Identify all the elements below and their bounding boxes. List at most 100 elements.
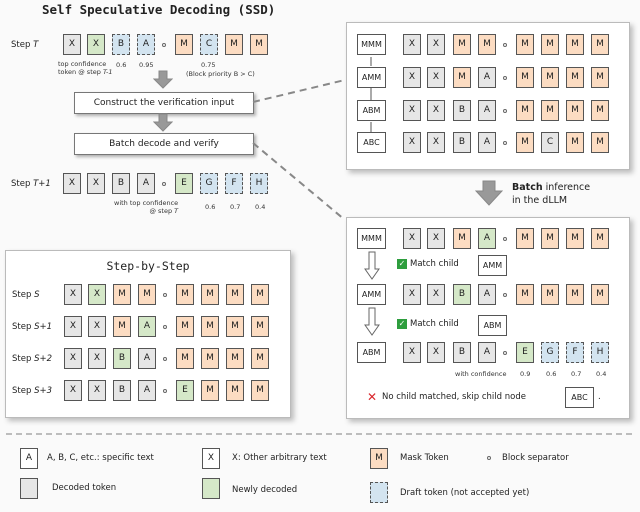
block-separator bbox=[503, 76, 507, 80]
match-child-text: Match child bbox=[410, 259, 459, 269]
legend-newly-decoded-swatch bbox=[202, 478, 220, 499]
token: M bbox=[591, 34, 609, 55]
token: B bbox=[113, 380, 131, 401]
token: A bbox=[478, 342, 496, 363]
token: M bbox=[516, 228, 534, 249]
token: A bbox=[138, 348, 156, 369]
token: F bbox=[566, 342, 584, 363]
legend-newly-decoded-label: Newly decoded bbox=[232, 485, 298, 495]
token: M bbox=[516, 67, 534, 88]
token: X bbox=[87, 34, 105, 55]
block-separator bbox=[503, 109, 507, 113]
token: M bbox=[176, 348, 194, 369]
token: C bbox=[200, 34, 218, 55]
token: M bbox=[591, 228, 609, 249]
legend-decoded-label: Decoded token bbox=[52, 483, 117, 493]
token: M bbox=[175, 34, 193, 55]
token: X bbox=[403, 284, 421, 305]
legend-mask-label: Mask Token bbox=[400, 453, 449, 463]
block-separator bbox=[162, 182, 166, 186]
token: M bbox=[516, 100, 534, 121]
token: X bbox=[403, 67, 421, 88]
confidence-value: 0.9 bbox=[520, 370, 531, 378]
block-separator bbox=[503, 141, 507, 145]
confidence-value: 0.4 bbox=[255, 203, 266, 211]
cross-icon: ✕ bbox=[367, 390, 378, 404]
step-s1-label: Step S+1 bbox=[12, 322, 52, 332]
token: A bbox=[478, 132, 496, 153]
token: X bbox=[427, 132, 445, 153]
confidence-value: 0.4 bbox=[596, 370, 607, 378]
token: M bbox=[251, 380, 269, 401]
token: X bbox=[63, 173, 81, 194]
confidence-value: 0.6 bbox=[205, 203, 216, 211]
token: M bbox=[478, 34, 496, 55]
token: M bbox=[591, 100, 609, 121]
step-by-step-panel: Step-by-Step Step S X X M M M M M M Step… bbox=[5, 250, 291, 418]
check-icon: ✓ bbox=[397, 259, 407, 269]
page-title: Self Speculative Decoding (SSD) bbox=[42, 2, 276, 17]
token: A bbox=[478, 284, 496, 305]
token: M bbox=[566, 67, 584, 88]
skipped-child-abc: ABC bbox=[565, 387, 594, 408]
token: G bbox=[541, 342, 559, 363]
with-confidence-note: with confidence bbox=[455, 370, 507, 378]
down-arrow-icon bbox=[153, 70, 173, 89]
token: M bbox=[251, 348, 269, 369]
confidence-value: 0.6 bbox=[546, 370, 557, 378]
token: X bbox=[403, 132, 421, 153]
token: M bbox=[113, 316, 131, 337]
legend-arbitrary-text-swatch: X bbox=[202, 448, 220, 469]
token: M bbox=[566, 284, 584, 305]
step-by-step-title: Step-by-Step bbox=[106, 259, 190, 273]
top-confidence-note: top confidence token @ step T-1 bbox=[58, 60, 113, 76]
legend-draft-swatch bbox=[370, 482, 388, 503]
token: X bbox=[427, 284, 445, 305]
token: M bbox=[541, 284, 559, 305]
token: M bbox=[138, 284, 156, 305]
tree-node-abc: ABC bbox=[357, 132, 386, 153]
token: B bbox=[112, 34, 130, 55]
legend-arbitrary-text-label: X: Other arbitrary text bbox=[232, 453, 327, 463]
step-t-var: T bbox=[33, 40, 39, 50]
legend-separator-swatch bbox=[487, 456, 491, 460]
no-child-text: No child matched, skip child node bbox=[382, 392, 526, 402]
token: G bbox=[200, 173, 218, 194]
block-priority-note: (Block priority B > C) bbox=[186, 70, 255, 78]
token: X bbox=[63, 34, 81, 55]
token: M bbox=[566, 100, 584, 121]
confidence-value: 0.7 bbox=[571, 370, 582, 378]
token: E bbox=[516, 342, 534, 363]
token: A bbox=[478, 100, 496, 121]
token: M bbox=[176, 284, 194, 305]
token: A bbox=[138, 316, 156, 337]
token: M bbox=[201, 284, 219, 305]
token: M bbox=[226, 316, 244, 337]
token: X bbox=[427, 228, 445, 249]
block-separator bbox=[503, 293, 507, 297]
block-separator bbox=[503, 351, 507, 355]
token: X bbox=[427, 34, 445, 55]
with-top-confidence-note: with top confidence @ step T bbox=[114, 199, 179, 215]
token: M bbox=[226, 348, 244, 369]
batch-inference-label: Batch inference in the dLLM bbox=[512, 182, 591, 206]
token: B bbox=[453, 284, 471, 305]
tree-node-amm: AMM bbox=[357, 284, 386, 305]
legend-separator-label: Block separator bbox=[502, 453, 569, 463]
token: M bbox=[591, 284, 609, 305]
block-separator bbox=[163, 293, 167, 297]
token: X bbox=[64, 380, 82, 401]
token: A bbox=[138, 380, 156, 401]
period: . bbox=[598, 392, 601, 402]
token: B bbox=[453, 342, 471, 363]
token: M bbox=[541, 100, 559, 121]
token: M bbox=[566, 34, 584, 55]
token: X bbox=[64, 284, 82, 305]
token: X bbox=[88, 348, 106, 369]
step-t1-var: T+1 bbox=[33, 179, 51, 189]
token: M bbox=[453, 228, 471, 249]
token: M bbox=[201, 348, 219, 369]
step-t1-label: Step T+1 bbox=[11, 179, 51, 189]
token: B bbox=[453, 132, 471, 153]
